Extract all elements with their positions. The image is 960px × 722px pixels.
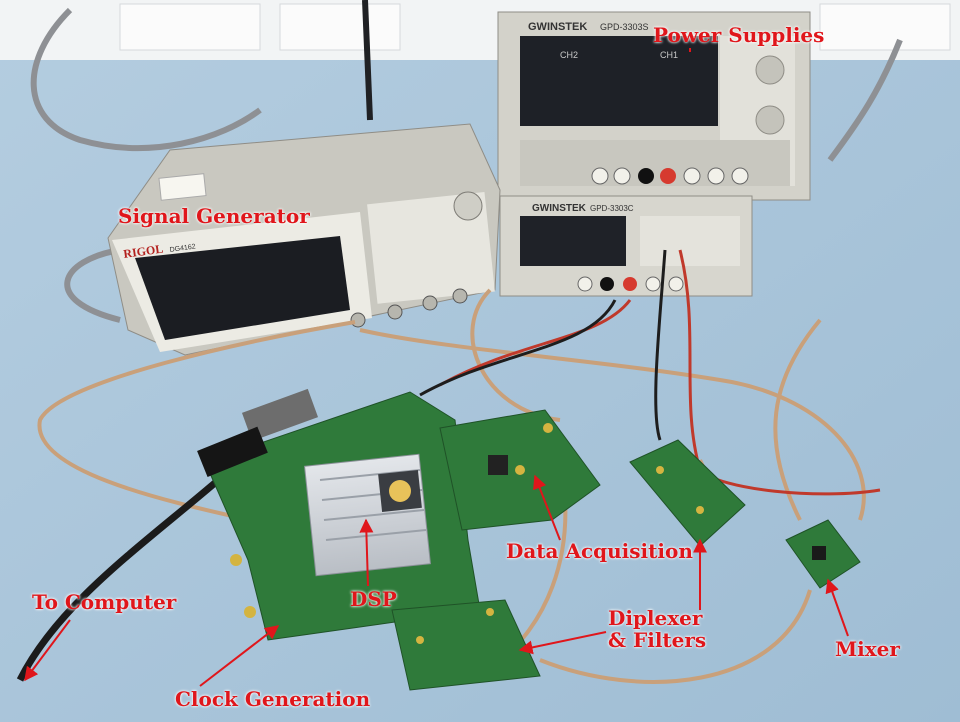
ch1-label: CH1	[660, 50, 678, 60]
diplexer-board-right	[629, 439, 746, 547]
clock-generation-label: Clock Generation	[175, 687, 371, 711]
diplexer-filters-label: Diplexer & Filters	[608, 607, 708, 651]
coax-cable	[359, 328, 866, 521]
wall-socket	[819, 3, 951, 51]
data-acquisition-arrow	[533, 474, 561, 541]
data-acquisition-label: Data Acquisition	[506, 539, 693, 563]
to-computer-arrow	[24, 619, 71, 682]
signal-generator-model: DG4162	[169, 243, 196, 254]
power-supply-top-model: GPD-3303S	[600, 22, 649, 32]
diplexer-label-line2: & Filters	[608, 628, 707, 652]
red-power-wire	[439, 299, 632, 387]
signal-generator	[107, 123, 501, 356]
clock-generation-arrow	[199, 625, 280, 687]
diplexer-arrow-left	[518, 631, 607, 655]
power-supply-bottom-brand: GWINSTEK	[532, 203, 587, 214]
power-supply-bottom	[499, 195, 753, 297]
dsp-board	[197, 388, 481, 641]
dsp-label: DSP	[350, 587, 397, 611]
mixer-board	[785, 519, 861, 589]
power-supplies-label: Power Supplies	[653, 23, 825, 47]
grey-cable	[30, 7, 262, 152]
power-supply-top-brand: GWINSTEK	[528, 21, 587, 33]
filter-board-bottom	[391, 599, 541, 691]
coax-cable	[539, 589, 812, 684]
wall-socket	[279, 3, 401, 51]
to-computer-label: To Computer	[32, 590, 177, 614]
power-supply-top	[497, 11, 811, 201]
dsp-arrow	[359, 518, 374, 587]
diplexer-label-line1: Diplexer	[608, 606, 703, 630]
mixer-arrow	[825, 578, 849, 637]
signal-generator-label: Signal Generator	[118, 204, 310, 228]
ch2-label: CH2	[560, 50, 578, 60]
grey-cable	[827, 38, 903, 162]
black-cable	[362, 0, 373, 121]
power-supply-bottom-model: GPD-3303C	[590, 204, 634, 213]
wall-socket	[119, 3, 261, 51]
grey-cable	[64, 247, 121, 323]
mixer-label: Mixer	[835, 637, 900, 661]
coax-cable	[37, 320, 356, 522]
coax-cable	[773, 318, 822, 521]
black-power-wire	[419, 299, 617, 397]
usb-cable	[16, 467, 233, 682]
black-power-wire	[654, 249, 667, 441]
signal-generator-brand: RIGOL	[122, 242, 164, 261]
data-acquisition-board	[439, 409, 601, 531]
